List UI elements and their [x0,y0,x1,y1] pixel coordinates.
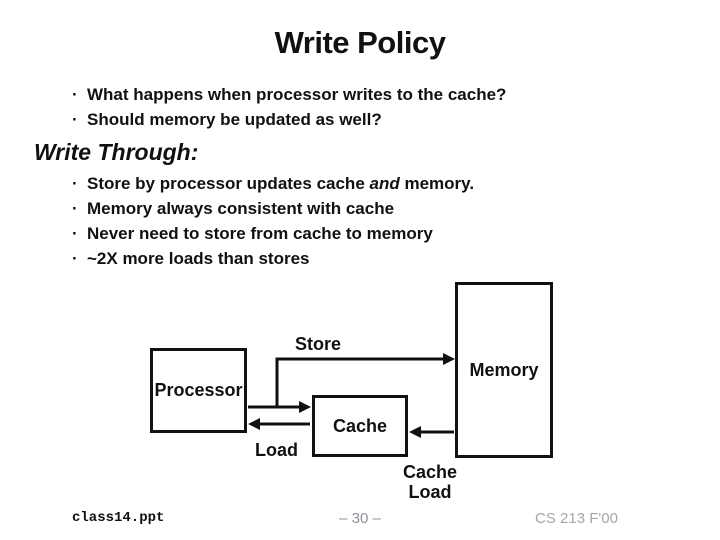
memory-to-cache-arrow [409,426,454,438]
bullet-item: · Memory always consistent with cache [72,199,474,224]
bullet-text: Store by processor updates cache and mem… [87,174,474,193]
memory-box: Memory [455,282,553,458]
bullet-glyph: · [72,224,78,243]
bullet-text-pre: Store by processor updates cache [87,174,370,193]
cache-load-label-line1: Cache [402,462,458,482]
bullet-item: · What happens when processor writes to … [72,85,506,110]
bullet-glyph: · [72,199,78,218]
footer-page-number: – 30 – [339,510,381,527]
bullet-text: Never need to store from cache to memory [87,224,433,243]
footer-filename: class14.ppt [72,510,165,526]
bullet-text-emphasis: and [369,174,400,193]
bullet-item: · Store by processor updates cache and m… [72,174,474,199]
section-heading: Write Through: [34,139,199,165]
bullet-text: ~2X more loads than stores [87,249,310,268]
footer-course: CS 213 F'00 [535,510,618,527]
memory-box-label: Memory [469,359,539,380]
bullet-glyph: · [72,174,78,193]
processor-box-label: Processor [154,380,243,400]
cache-box-label: Cache [332,415,388,436]
bullet-glyph: · [72,249,78,268]
load-arrow-label: Load [255,440,298,460]
bullet-text: Memory always consistent with cache [87,199,395,218]
bullet-text-post: memory. [399,174,475,193]
section-bullet-list: · Store by processor updates cache and m… [72,174,474,274]
cache-to-processor-arrow [248,418,310,430]
bullet-glyph: · [72,85,78,104]
bullet-item: · Never need to store from cache to memo… [72,224,474,249]
bullet-text: What happens when processor writes to th… [87,85,507,104]
bullet-item: · ~2X more loads than stores [72,249,474,274]
cache-box: Cache [312,395,408,457]
bullet-text: Should memory be updated as well? [87,110,382,129]
intro-bullet-list: · What happens when processor writes to … [72,85,506,135]
bullet-item: · Should memory be updated as well? [72,110,506,135]
processor-box: Processor [150,348,247,433]
cache-load-label-line2: Load [408,482,452,502]
bullet-glyph: · [72,110,78,129]
store-arrow-label: Store [295,334,342,354]
slide-title: Write Policy [274,25,446,60]
cache-load-arrow-label: Cache Load [390,462,470,502]
processor-to-cache-arrow [248,401,311,413]
